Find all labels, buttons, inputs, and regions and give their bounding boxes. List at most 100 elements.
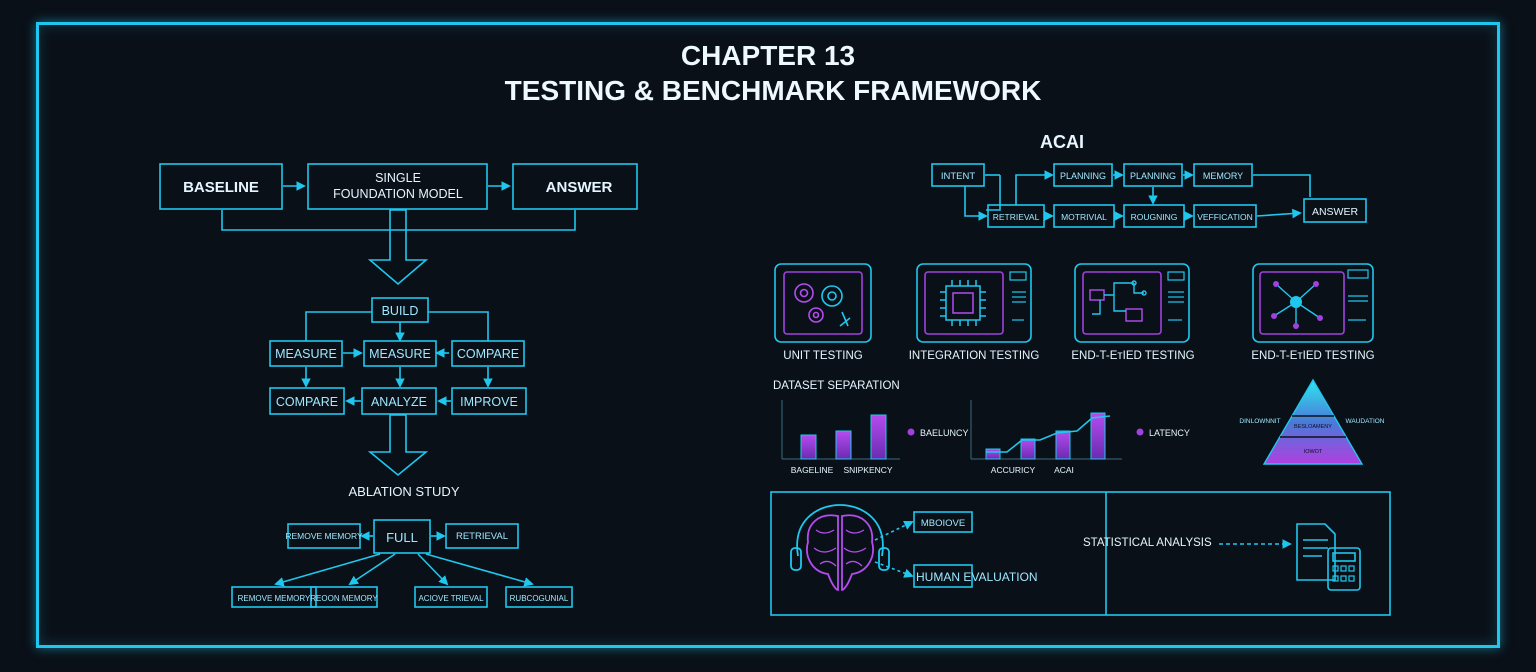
network-icon xyxy=(1271,281,1323,329)
intent-label: INTENT xyxy=(941,171,976,182)
ablation-bottom-label-2: REOON MEMORY xyxy=(310,594,378,603)
dataset-title: DATASET SEPARATION xyxy=(773,380,900,392)
improve-box xyxy=(451,387,527,415)
answer-label: ANSWER xyxy=(546,179,613,196)
planning-label-2: PLANNING xyxy=(1130,171,1176,181)
bar-3 xyxy=(870,414,887,460)
big-down-arrow xyxy=(367,209,429,286)
chapter-title: CHAPTER 13 xyxy=(681,40,855,71)
evaluation-panel xyxy=(770,491,1391,616)
planning-label-1: PLANNING xyxy=(1060,171,1106,181)
analyze-label: ANALYZE xyxy=(371,395,427,409)
e2e-testing-label-2: END-T-EтIED TESTING xyxy=(1251,350,1374,362)
planning-box-1 xyxy=(1053,163,1113,187)
pyramid xyxy=(1262,378,1364,465)
baseline-label: BASELINE xyxy=(183,179,259,196)
ablation-left-box xyxy=(287,523,361,549)
bar-2 xyxy=(835,430,852,460)
chart2-xlabel-1: ACCURICY xyxy=(991,465,1036,475)
pyramid-left-label: DINLOWNNIT xyxy=(1239,418,1280,425)
chart1-xlabel-2: SNIPKENCY xyxy=(843,465,892,475)
measure-box-1 xyxy=(269,340,343,367)
mboiove-label: MBOIOVE xyxy=(921,518,965,529)
pyramid-low-label: IOWOT xyxy=(1304,449,1323,455)
pyramid-right-label: WAUDATION xyxy=(1346,418,1385,425)
ablation-left-label: REMOVE MEMORY xyxy=(285,531,363,541)
chapter-subtitle: TESTING & BENCHMARK FRAMEWORK xyxy=(505,75,1042,106)
acai-title: ACAI xyxy=(1040,132,1084,152)
ablation-full-label: FULL xyxy=(386,530,418,545)
bar-7 xyxy=(1090,412,1106,460)
baseline-box xyxy=(159,163,283,210)
ablation-bottom-label-1: REMOVE MEMORY xyxy=(238,594,311,603)
charts xyxy=(781,400,1144,460)
ablation-bottom-2 xyxy=(310,586,378,608)
circuit-icon xyxy=(1089,280,1147,322)
big-down-arrow-2 xyxy=(367,414,429,477)
mboiove-box xyxy=(913,511,973,533)
brain-headphones-icon xyxy=(790,504,890,591)
compare-box-1 xyxy=(451,340,525,367)
full-box xyxy=(373,519,431,554)
memory-box xyxy=(1193,163,1253,187)
bar-5 xyxy=(1020,438,1036,460)
chart1-xlabel-1: BAGELINE xyxy=(791,465,834,475)
answer-box xyxy=(512,163,638,210)
veffication-box xyxy=(1193,204,1257,228)
measure-label-1: MEASURE xyxy=(275,347,337,361)
unit-testing-card xyxy=(774,263,872,343)
chart2-xlabel-2: ACAI xyxy=(1054,465,1074,475)
statistical-analysis-label: STATISTICAL ANALYSIS xyxy=(1083,537,1212,549)
compare-label-1: COMPARE xyxy=(457,347,519,361)
build-label: BUILD xyxy=(382,304,419,318)
human-evaluation-label: HUMAN EVALUATION xyxy=(916,570,1038,584)
memory-label: MEMORY xyxy=(1203,171,1243,181)
rougning-label: ROUGNING xyxy=(1131,212,1178,222)
integration-testing-label: INTEGRATION TESTING xyxy=(909,350,1040,362)
ablation-right-box xyxy=(445,523,519,549)
acai-answer-box xyxy=(1303,198,1367,223)
measure-label-2: MEASURE xyxy=(369,347,431,361)
ablation-bottom-label-3: ACIOVE TRIEVAL xyxy=(418,594,484,603)
retrieval-label: RETRIEVAL xyxy=(993,212,1040,222)
model-box xyxy=(307,163,488,210)
outer-frame xyxy=(36,22,1500,648)
motrivial-label: MOTRIVIAL xyxy=(1061,212,1107,222)
veffication-label: VEFFICATION xyxy=(1197,212,1253,222)
e2e-testing-card-2 xyxy=(1252,263,1374,343)
legend-dot-1 xyxy=(907,428,915,436)
ablation-right-label: RETRIEVAL xyxy=(456,531,508,542)
bar-1 xyxy=(800,434,817,460)
planning-box-2 xyxy=(1123,163,1183,187)
ablation-bottom-label-4: RUBCOGUNIAL xyxy=(510,594,569,603)
compare-label-2: COMPARE xyxy=(276,395,338,409)
model-label-line2: FOUNDATION MODEL xyxy=(333,187,463,201)
bar-4 xyxy=(985,448,1001,460)
document-calculator-icon xyxy=(1296,523,1361,591)
analyze-box xyxy=(361,387,437,415)
intent-box xyxy=(931,163,985,187)
ablation-bottom-1 xyxy=(231,586,317,608)
compare-box-2 xyxy=(269,387,345,415)
unit-testing-label: UNIT TESTING xyxy=(783,350,862,362)
e2e-testing-card-1 xyxy=(1074,263,1190,343)
legend-dot-2 xyxy=(1136,428,1144,436)
motrivial-box xyxy=(1053,204,1115,228)
model-label-line1: SINGLE xyxy=(375,171,421,185)
legend-label-2: LATENCY xyxy=(1149,428,1190,438)
improve-label: IMPROVE xyxy=(460,395,518,409)
ablation-bottom-4 xyxy=(505,586,573,608)
rougning-box xyxy=(1123,204,1185,228)
integration-testing-card xyxy=(916,263,1032,343)
gears-icon xyxy=(794,283,851,327)
chip-icon xyxy=(940,280,986,326)
bar-6 xyxy=(1055,430,1071,460)
trend-line xyxy=(986,415,1111,453)
ablation-title: ABLATION STUDY xyxy=(348,484,459,499)
acai-answer-label: ANSWER xyxy=(1312,206,1359,218)
ablation-bottom-3 xyxy=(414,586,488,608)
legend-label-1: BAELUNCY xyxy=(920,428,969,438)
pyramid-mid-label: BESLOAMENY xyxy=(1294,424,1332,430)
